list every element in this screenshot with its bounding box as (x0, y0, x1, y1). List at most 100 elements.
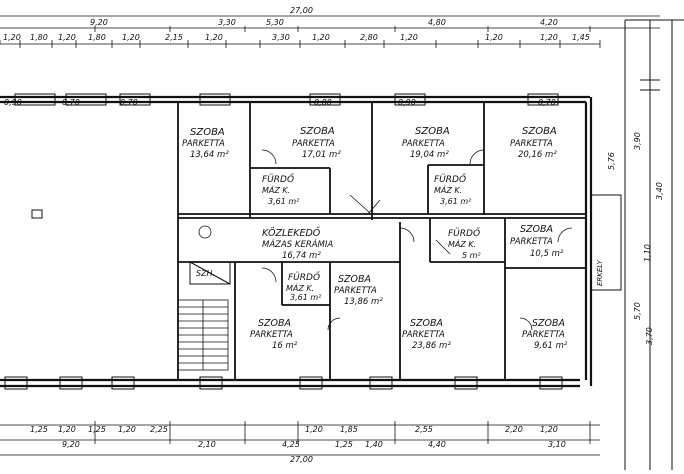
top-dim-1: 9,20 (90, 18, 108, 27)
svg-text:SZOBA: SZOBA (300, 126, 335, 137)
svg-text:0,90: 0,90 (398, 98, 416, 107)
svg-text:13,86 m²: 13,86 m² (344, 297, 383, 307)
interior-walls (177, 102, 586, 380)
svg-text:9,61 m²: 9,61 m² (534, 341, 568, 351)
right-frame (624, 19, 684, 470)
svg-text:PARKETTA: PARKETTA (250, 330, 293, 340)
room-8-bath: FÜRDŐ MÁZ K. 5 m² (448, 228, 481, 260)
room-4: SZOBA PARKETTA 20,16 m² (510, 126, 557, 160)
right-dim-2: 5,76 (607, 152, 616, 170)
svg-text:SZOBA: SZOBA (415, 126, 450, 137)
room-11: SZOBA PARKETTA 13,86 m² (334, 274, 383, 307)
svg-text:0,70: 0,70 (62, 98, 80, 107)
right-dim-5: 5,70 (633, 302, 642, 320)
right-dim-1: 3,90 (633, 132, 642, 150)
svg-text:PARKETTA: PARKETTA (182, 139, 225, 149)
shaft (189, 261, 231, 285)
svg-text:1,20: 1,20 (540, 33, 558, 42)
svg-text:0,70: 0,70 (120, 98, 138, 107)
svg-text:1,20: 1,20 (540, 425, 558, 434)
svg-text:2,15: 2,15 (165, 33, 183, 42)
svg-text:SZOBA: SZOBA (520, 224, 553, 235)
svg-text:SZOBA: SZOBA (532, 318, 565, 329)
exterior-walls (0, 95, 593, 388)
svg-text:1,85: 1,85 (340, 425, 358, 434)
top-window-marks (14, 93, 559, 106)
svg-text:SZOBA: SZOBA (190, 127, 225, 138)
top-dim-5: 4,20 (540, 18, 558, 27)
svg-text:FÜRDŐ: FÜRDŐ (448, 228, 480, 239)
svg-text:PARKETTA: PARKETTA (510, 237, 553, 247)
room-labels: SZOBA PARKETTA 13,64 m² SZOBA PARKETTA 1… (182, 126, 568, 351)
svg-text:MÁZ K.: MÁZ K. (434, 184, 462, 195)
svg-text:PARKETTA: PARKETTA (292, 139, 335, 149)
top-dim-4: 4,80 (428, 18, 446, 27)
door-swings (261, 149, 573, 331)
svg-text:MÁZ K.: MÁZ K. (286, 282, 314, 293)
right-dim-6: 3,70 (645, 327, 654, 345)
svg-text:16,74 m²: 16,74 m² (282, 251, 321, 261)
svg-text:FÜRDŐ: FÜRDŐ (288, 272, 320, 283)
room-3: SZOBA PARKETTA 19,04 m² (402, 126, 450, 160)
svg-text:1,25: 1,25 (30, 425, 48, 434)
svg-text:1,20: 1,20 (312, 33, 330, 42)
svg-text:1,20: 1,20 (400, 33, 418, 42)
svg-text:PARKETTA: PARKETTA (510, 139, 553, 149)
right-dim-3: 3,40 (655, 182, 664, 200)
svg-text:KÖZLEKEDŐ: KÖZLEKEDŐ (262, 228, 321, 239)
svg-text:1,20: 1,20 (3, 33, 21, 42)
svg-text:9,20: 9,20 (62, 440, 80, 449)
svg-text:1,40: 1,40 (365, 440, 383, 449)
room-1: SZOBA PARKETTA 13,64 m² (182, 127, 229, 160)
svg-text:3,30: 3,30 (272, 33, 290, 42)
svg-text:MÁZAS KERÁMIA: MÁZAS KERÁMIA (262, 238, 333, 250)
balcony-label: ERKÉLY (595, 259, 604, 286)
svg-text:MÁZ K.: MÁZ K. (262, 184, 290, 195)
svg-text:1,20: 1,20 (305, 425, 323, 434)
svg-text:2,20: 2,20 (505, 425, 523, 434)
svg-text:PARKETTA: PARKETTA (402, 139, 445, 149)
level-marker-icon (198, 225, 212, 239)
svg-text:SZOBA: SZOBA (410, 318, 443, 329)
svg-text:1,25: 1,25 (88, 425, 106, 434)
column-marker (31, 209, 43, 219)
svg-text:1,20: 1,20 (118, 425, 136, 434)
svg-text:2,55: 2,55 (415, 425, 433, 434)
top-dim-3: 5,30 (266, 18, 284, 27)
svg-text:PARKETTA: PARKETTA (334, 286, 377, 296)
room-12: SZOBA PARKETTA 16 m² (250, 318, 298, 351)
svg-text:16 m²: 16 m² (272, 341, 298, 351)
svg-text:3,61 m²: 3,61 m² (440, 197, 472, 206)
staircase (177, 299, 229, 371)
room-6-bath: FÜRDŐ MÁZ K. 3,61 m² (434, 174, 472, 206)
room-10-bath: FÜRDŐ MÁZ K. 3,61 m² (286, 272, 322, 302)
svg-text:1,20: 1,20 (485, 33, 503, 42)
svg-text:20,16 m²: 20,16 m² (518, 150, 557, 160)
svg-text:SZOBA: SZOBA (338, 274, 371, 285)
right-dim-4: 1,10 (643, 244, 652, 262)
svg-text:PARKETTA: PARKETTA (402, 330, 445, 340)
svg-text:1,80: 1,80 (88, 33, 106, 42)
svg-text:SZOBA: SZOBA (522, 126, 557, 137)
svg-text:4,25: 4,25 (282, 440, 300, 449)
room-2: SZOBA PARKETTA 17,01 m² (292, 126, 341, 160)
shaft-label: SZH. (196, 269, 215, 278)
svg-text:1,45: 1,45 (572, 33, 590, 42)
svg-text:2,25: 2,25 (150, 425, 168, 434)
bottom-dimension-lines (0, 421, 600, 456)
svg-text:0,90: 0,90 (4, 98, 22, 107)
svg-text:1,80: 1,80 (30, 33, 48, 42)
svg-text:SZOBA: SZOBA (258, 318, 291, 329)
svg-text:1,20: 1,20 (58, 425, 76, 434)
svg-text:10,5 m²: 10,5 m² (530, 249, 564, 259)
room-14: SZOBA PARKETTA 9,61 m² (522, 318, 568, 351)
room-9: SZOBA PARKETTA 10,5 m² (510, 224, 564, 259)
top-dimension-lines (0, 15, 660, 48)
svg-text:13,64 m²: 13,64 m² (190, 150, 229, 160)
svg-text:MÁZ K.: MÁZ K. (448, 238, 476, 249)
room-7-corridor: KÖZLEKEDŐ MÁZAS KERÁMIA 16,74 m² (262, 228, 333, 261)
svg-text:1,20: 1,20 (205, 33, 223, 42)
svg-text:3,61 m²: 3,61 m² (290, 293, 322, 302)
balcony (590, 194, 622, 291)
